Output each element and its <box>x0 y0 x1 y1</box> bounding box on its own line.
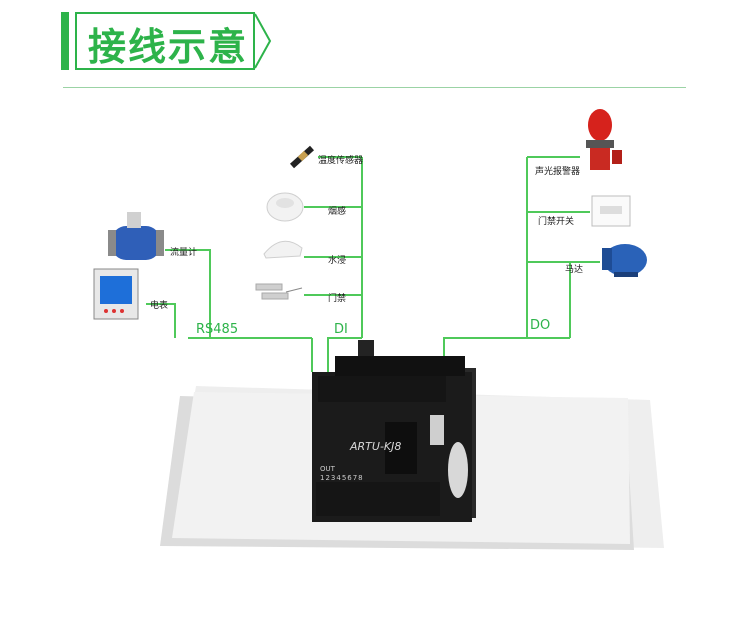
alarm-light-icon <box>586 109 622 170</box>
di-wiring <box>304 156 363 372</box>
header-frame <box>75 12 255 70</box>
do-group-label: DO <box>530 318 551 333</box>
page-title: 接线示意 <box>88 25 249 69</box>
do-device-label-motor: 马达 <box>565 265 584 275</box>
header-divider <box>63 87 686 88</box>
rs485-group-label: RS485 <box>196 322 239 337</box>
di-device-label-door: 门禁 <box>328 294 347 304</box>
device-model-label: ARTU-KJ8 <box>350 440 402 453</box>
rs485-device-label-meter: 电表 <box>150 301 169 311</box>
motor-icon <box>602 244 647 277</box>
di-device-label-water: 水浸 <box>328 256 347 266</box>
water-sensor-icon <box>263 240 303 259</box>
di-group-label: DI <box>334 322 348 337</box>
rs485-wiring <box>146 249 313 372</box>
flowmeter-icon <box>108 212 164 260</box>
artu-kj8-device <box>312 340 476 522</box>
di-device-label-smoke: 烟感 <box>328 207 347 217</box>
smoke-detector-icon <box>266 192 304 222</box>
temperature-sensor-icon <box>289 145 315 169</box>
exit-button-icon <box>591 195 631 227</box>
rs485-device-label-flowmeter: 流量计 <box>170 248 198 258</box>
door-contact-icon <box>255 283 303 300</box>
device-out-label: OUT <box>320 465 335 473</box>
do-device-label-exit-button: 门禁开关 <box>538 217 575 227</box>
do-device-label-alarm: 声光报警器 <box>535 167 581 177</box>
device-out-numbers: 12345678 <box>320 474 364 482</box>
power-meter-icon <box>93 268 139 320</box>
di-device-label-temperature: 温度传感器 <box>318 156 364 166</box>
header-accent-bar <box>61 12 69 70</box>
